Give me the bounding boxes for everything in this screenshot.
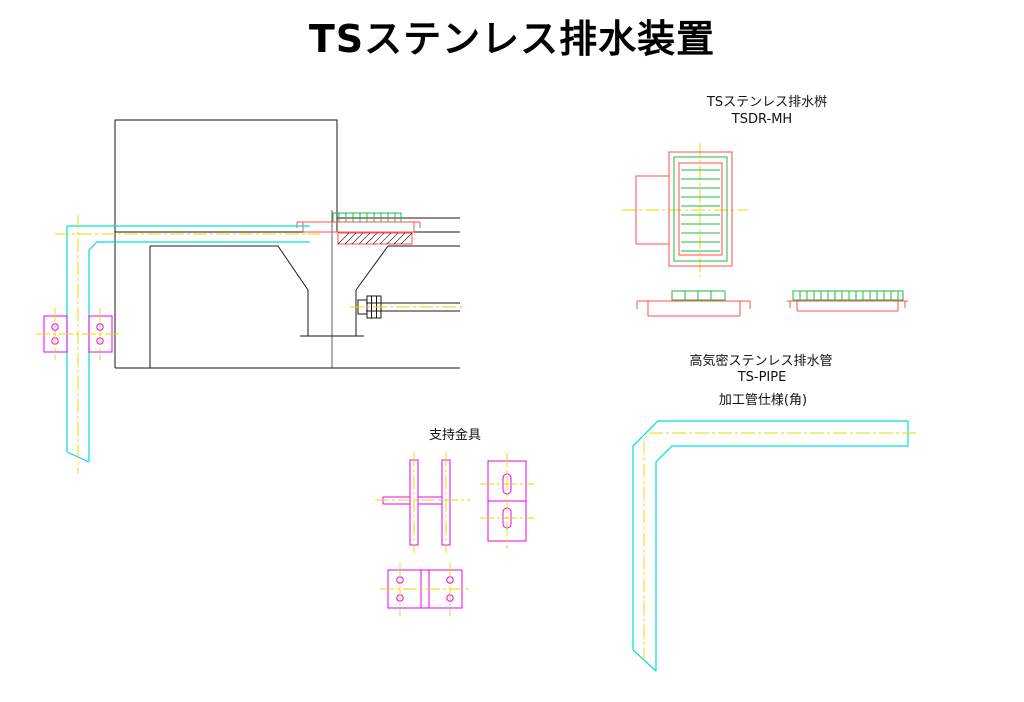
pipe-spec-label: 加工管仕様(角)	[718, 393, 808, 408]
pipe-label: 高気密ステンレス排水管	[689, 354, 833, 369]
support-bracket-side-view	[375, 452, 470, 553]
corner-pipe-drawing	[632, 420, 916, 672]
basin-model-label: TSDR-MH	[731, 112, 793, 127]
support-bracket-front-view	[480, 453, 534, 549]
pipe-model-label: TS-PIPE	[737, 370, 787, 385]
drain-pipe-run	[66, 225, 310, 463]
drain-basin-plan-view	[622, 143, 748, 277]
drawing-title: TSステンレス排水装置	[308, 17, 716, 61]
bracket-label: 支持金具	[428, 428, 482, 443]
support-bracket-top-view	[380, 563, 470, 616]
embedded-drain-section	[296, 212, 421, 245]
building-structure-lines	[114, 119, 460, 369]
basin-label: TSステンレス排水桝	[706, 95, 828, 110]
drain-basin-section-views	[636, 290, 908, 317]
pipe-clamp-bracket	[36, 308, 120, 360]
pipe-centerlines	[55, 215, 320, 474]
bolt-detail	[350, 295, 465, 319]
